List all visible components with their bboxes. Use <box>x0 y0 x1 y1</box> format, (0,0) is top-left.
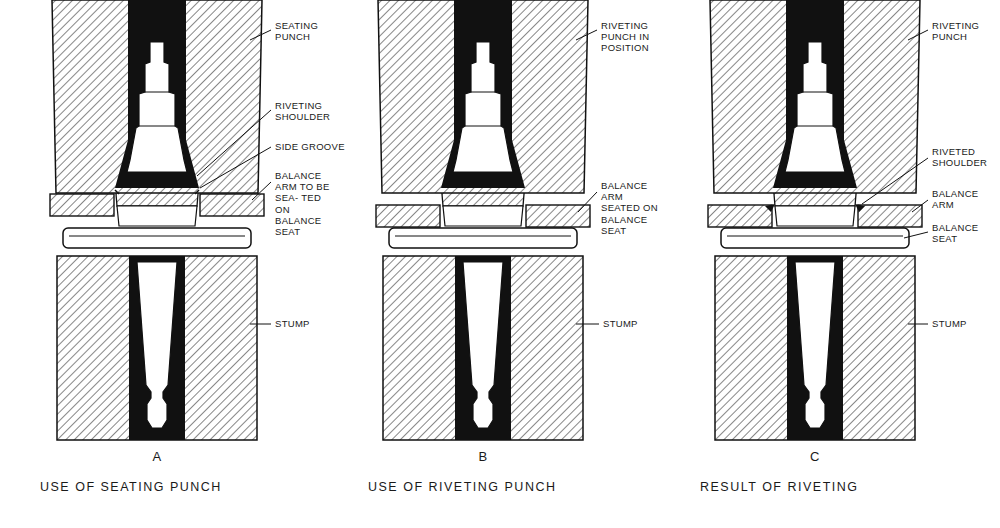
part-label: RIVETED SHOULDER <box>932 146 994 168</box>
part-label: STUMP <box>275 318 335 329</box>
part-label: STUMP <box>932 318 992 329</box>
part-label: BALANCE ARM SEATED ON BALANCE SEAT <box>601 180 665 236</box>
panel-letter: B <box>468 449 498 464</box>
part-label: RIVETING PUNCH <box>932 20 994 42</box>
part-label: SEATING PUNCH <box>275 20 337 42</box>
part-label: BALANCE ARM TO BE SEA- TED ON BALANCE SE… <box>275 170 335 237</box>
panel-a <box>50 0 264 440</box>
part-label: STUMP <box>603 318 663 329</box>
panel-letter: C <box>800 449 830 464</box>
panel-letter: A <box>142 449 172 464</box>
panel-caption: RESULT OF RIVETING <box>700 480 960 495</box>
panel-c <box>708 0 922 440</box>
part-label: RIVETING SHOULDER <box>275 100 337 122</box>
panel-caption: USE OF RIVETING PUNCH <box>368 480 628 495</box>
part-label: RIVETING PUNCH IN POSITION <box>601 20 665 54</box>
part-label: BALANCE SEAT <box>932 222 994 244</box>
part-label: BALANCE ARM <box>932 188 994 210</box>
panel-b <box>376 0 590 440</box>
part-label: SIDE GROOVE <box>275 141 355 152</box>
panel-caption: USE OF SEATING PUNCH <box>40 480 300 495</box>
leader-lines <box>197 30 928 324</box>
